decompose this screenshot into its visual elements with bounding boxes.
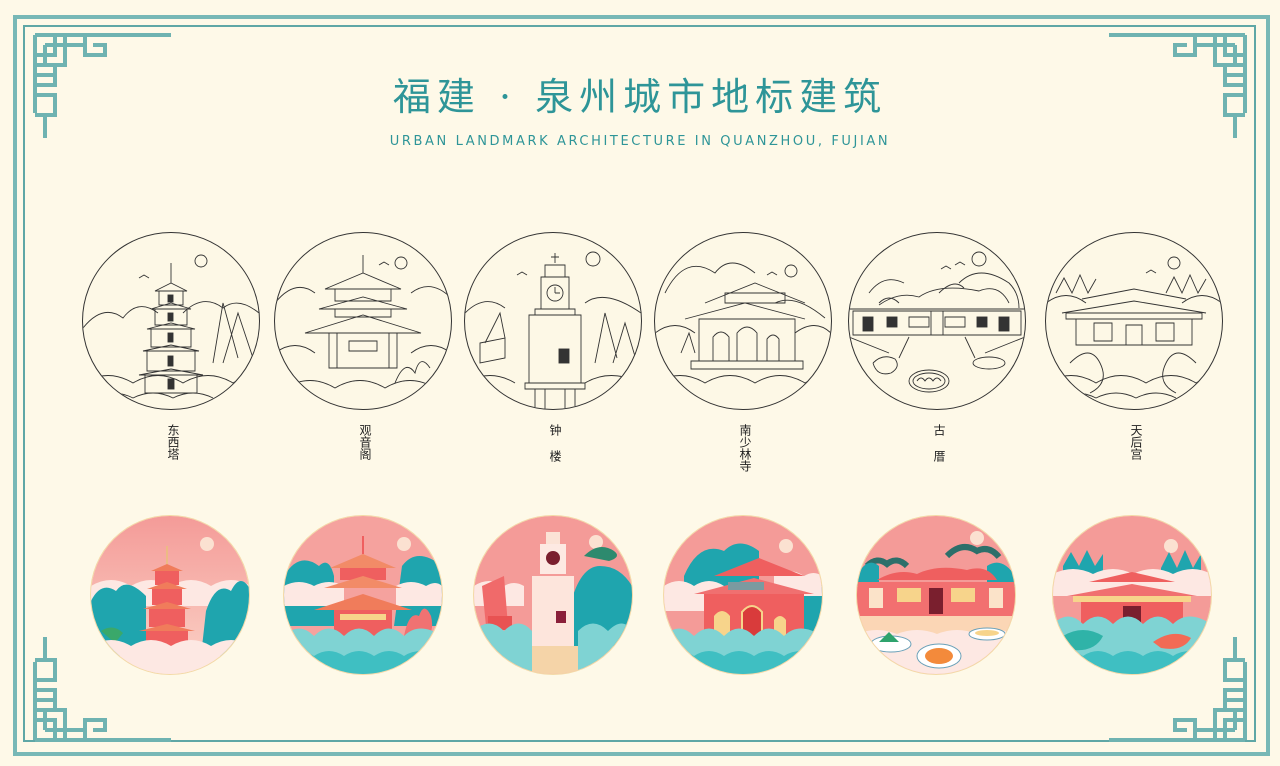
clock-tower-color-icon	[474, 516, 632, 674]
old-house-color-icon	[857, 516, 1015, 674]
pagoda-color-icon	[91, 516, 249, 674]
color-illustration-row	[0, 515, 1280, 677]
fret-corner-top-left	[33, 33, 173, 143]
fret-corner-top-right	[1107, 33, 1247, 143]
pagoda-sketch-icon	[82, 232, 260, 410]
page-subtitle: URBAN LANDMARK ARCHITECTURE IN QUANZHOU,…	[389, 134, 891, 149]
landmark-label-guanyin-pavilion: 观音阁	[358, 424, 372, 460]
pavilion-color-icon	[284, 516, 442, 674]
temple-gate-color-icon	[664, 516, 822, 674]
fret-corner-bottom-right	[1107, 632, 1247, 742]
fret-corner-bottom-left	[33, 632, 173, 742]
landmark-label-tianhou-temple: 天后宫	[1129, 424, 1143, 460]
page-title: 福建 · 泉州城市地标建筑	[392, 75, 888, 119]
clock-tower-sketch-icon	[464, 232, 642, 410]
landmark-label-old-house: 古厝	[932, 424, 946, 476]
outer-frame-border	[13, 15, 1270, 756]
landmark-label-clock-tower: 钟楼	[548, 424, 562, 476]
pavilion-sketch-icon	[274, 232, 452, 410]
temple-gate-sketch-icon	[654, 232, 832, 410]
sketch-illustration-row	[0, 232, 1280, 410]
old-house-sketch-icon	[848, 232, 1026, 410]
mazu-temple-color-icon	[1053, 516, 1211, 674]
inner-frame-border	[23, 25, 1256, 742]
landmark-label-south-shaolin-temple: 南少林寺	[738, 424, 752, 472]
mazu-temple-sketch-icon	[1045, 232, 1223, 410]
landmark-label-dongxi-pagoda: 东西塔	[166, 424, 180, 460]
